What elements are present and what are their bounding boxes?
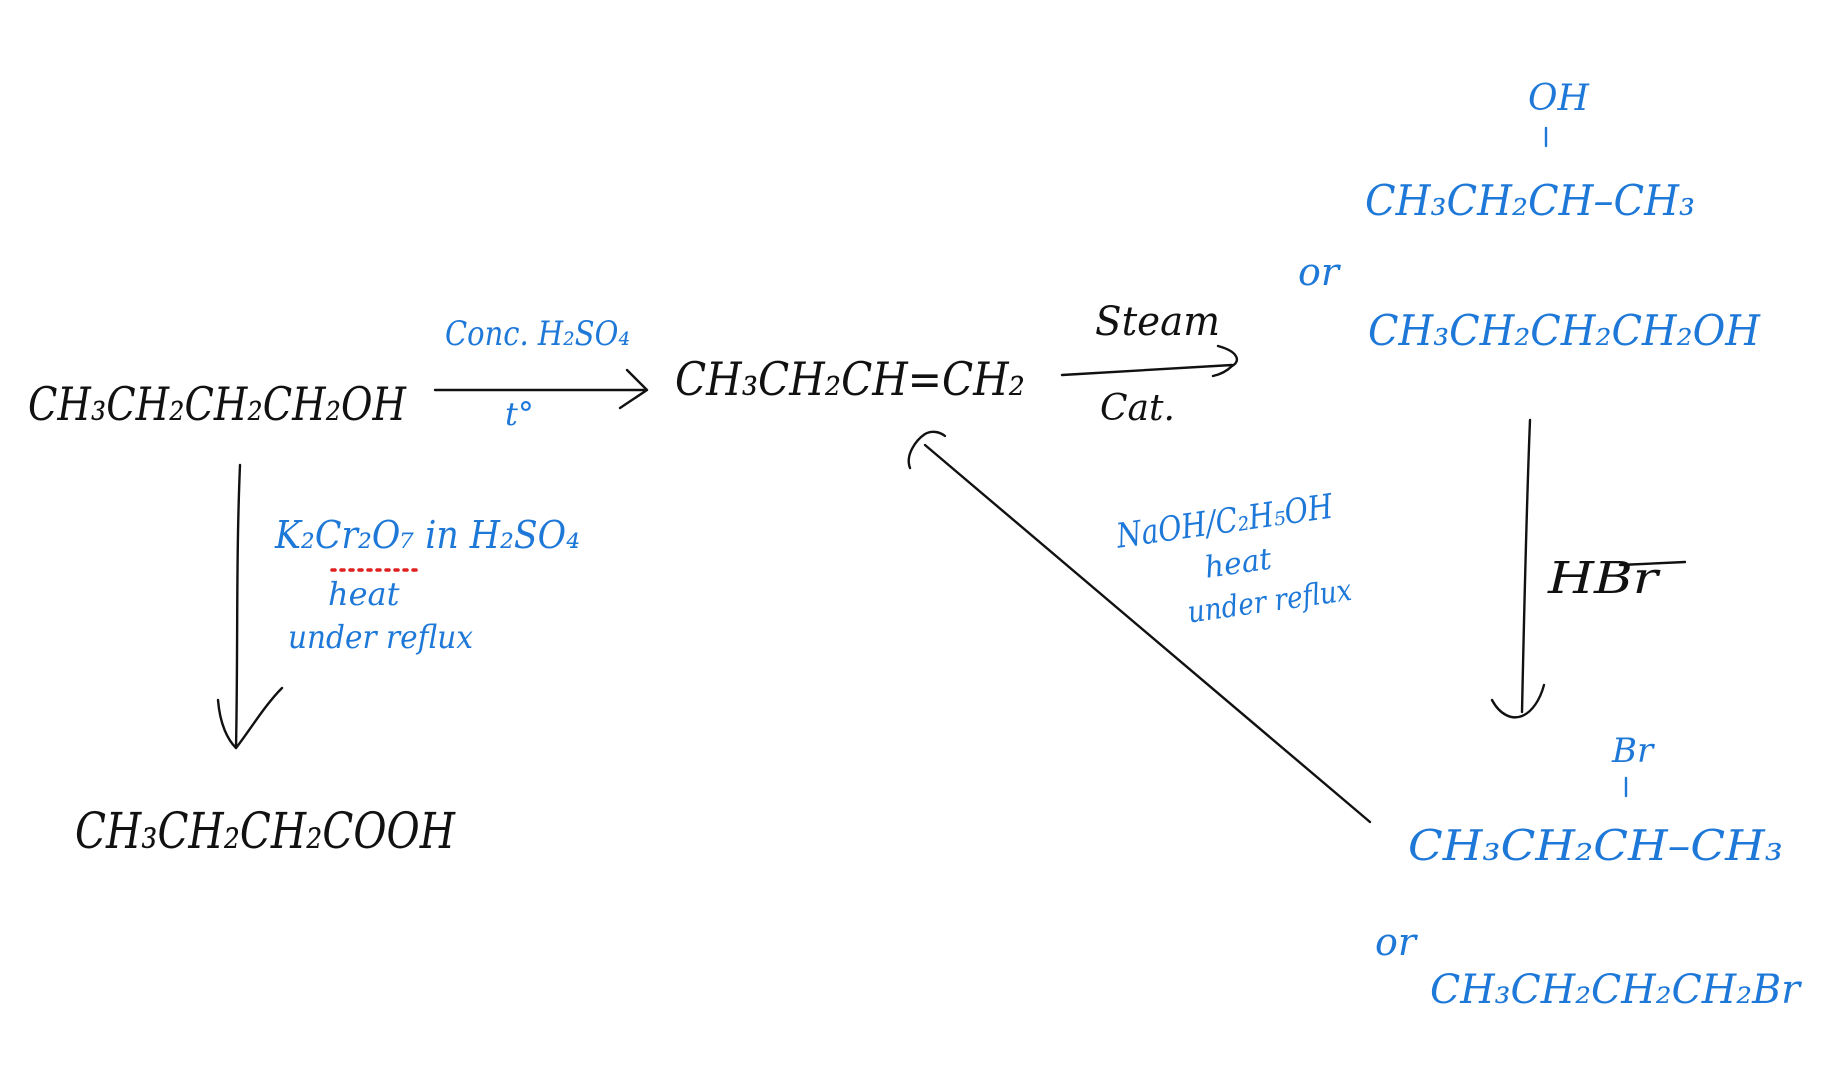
oxidation-reflux-label: under reflux [288,618,473,656]
dehydration-reagent-label: Conc. H₂SO₄ [445,314,630,354]
dehydration-arrowhead [618,368,649,410]
butan-2-ol-formula: CH₃CH₂CH–CH₃ [1365,176,1695,225]
or-connector-alcohols: or [1298,250,1342,294]
elimination-reagent-label: NaOH/C₂H₅OH [1113,487,1336,557]
or-connector-bromides: or [1375,920,1419,964]
hydration-reagent-label: Steam [1095,299,1220,345]
hbr-arrow-shaft [1520,418,1532,714]
1-bromobutane-formula: CH₃CH₂CH₂CH₂Br [1430,967,1803,1013]
oxidation-arrow-shaft [234,463,242,750]
alcohol-oh-substituent: OH [1528,78,1590,119]
butene-formula: CH₃CH₂CH=CH₂ [675,352,1025,406]
elimination-arrow-shaft [923,443,1372,824]
hbr-arrowhead [1490,683,1546,719]
2-bromobutane-formula: CH₃CH₂CH–CH₃ [1408,821,1783,870]
oxidation-reagent-label: K₂Cr₂O₇ in H₂SO₄ [274,513,580,557]
butanol-formula: CH₃CH₂CH₂CH₂OH [28,377,407,431]
hydration-arrow-shaft [1060,363,1234,377]
elimination-heat-label: heat [1202,542,1274,586]
dehydration-temperature-label: t° [505,395,534,433]
elimination-conditions: NaOH/C₂H₅OH heat under reflux [1113,487,1354,631]
hydration-arrowhead [1211,344,1239,378]
bromide-br-substituent: Br [1611,731,1655,771]
oxidation-arrowhead [216,686,284,750]
elimination-arrowhead [907,430,947,470]
hydration-catalyst-label: Cat. [1100,388,1175,429]
hbr-reagent-label: HBr [1547,553,1662,604]
oxidation-heat-label: heat [328,575,400,613]
butanoic-acid-formula: CH₃CH₂CH₂COOH [75,802,456,860]
butan-1-ol-formula: CH₃CH₂CH₂CH₂OH [1368,306,1761,355]
hbr-trailing-stroke [1618,560,1687,567]
